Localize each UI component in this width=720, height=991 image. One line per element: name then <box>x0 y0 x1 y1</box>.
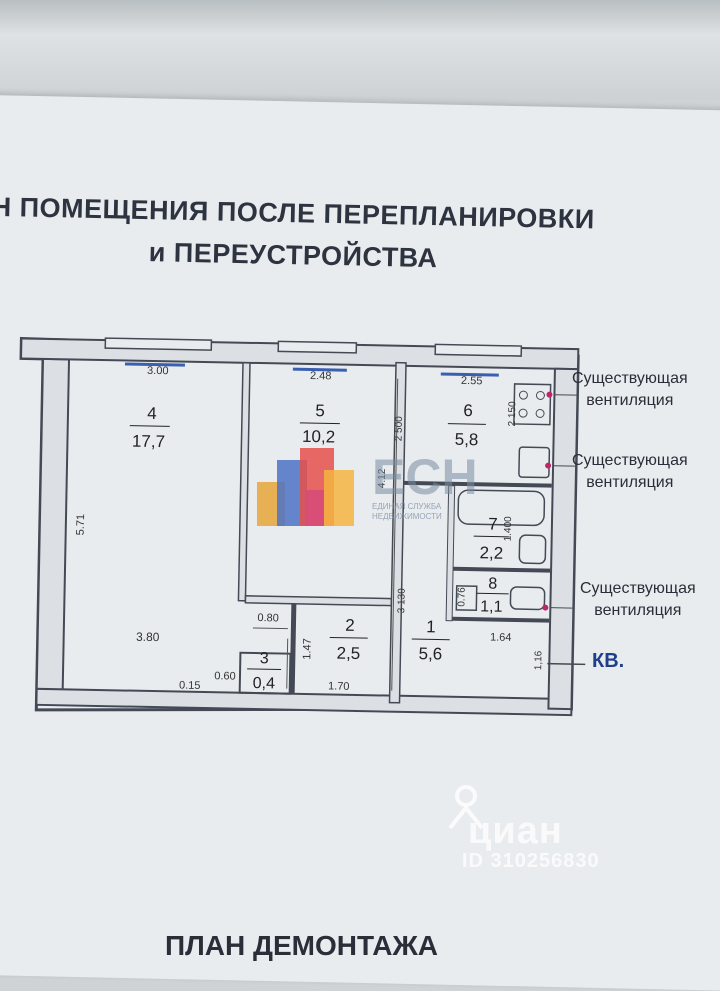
vent-label-3-line2: вентиляция <box>580 600 696 622</box>
vent-label-3-line1: Существующая <box>580 578 696 600</box>
vent-label-3: Существующая вентиляция <box>580 578 696 622</box>
wall-bath-wc <box>447 567 550 573</box>
room-3-number: 3 <box>260 650 269 667</box>
stove <box>514 384 551 425</box>
dim-width-5: 2.48 <box>310 370 332 382</box>
wall-4-5 <box>238 363 250 601</box>
entrance-line <box>547 664 585 665</box>
window-room6 <box>435 344 521 356</box>
dim-147: 1.47 <box>301 638 313 660</box>
room-6-area: 5,8 <box>455 430 479 449</box>
vent-marker-1 <box>546 392 552 398</box>
dim-170: 1.70 <box>328 680 350 692</box>
room-4-area: 17,7 <box>132 432 165 452</box>
vent-label-2-line2: вентиляция <box>572 472 688 494</box>
wall-wc-bottom <box>446 617 549 623</box>
dim-015: 0.15 <box>179 680 201 692</box>
vent-marker-3 <box>542 605 548 611</box>
room-8-number: 8 <box>488 575 497 592</box>
vent-label-1: Существующая вентиляция <box>572 368 688 412</box>
watermark-id: ID 310256830 <box>462 850 600 873</box>
dim-116: 1,16 <box>533 650 544 670</box>
vent-label-2: Существующая вентиляция <box>572 450 688 494</box>
room-8-area: 1,1 <box>480 598 503 615</box>
room-5-number: 5 <box>315 401 325 420</box>
dim-width-4: 3.00 <box>147 365 169 377</box>
vent-marker-2 <box>545 463 551 469</box>
footer-title: ПЛАН ДЕМОНТАЖА <box>165 930 438 962</box>
vent-label-1-line2: вентиляция <box>572 390 688 412</box>
room-7-number: 7 <box>488 514 498 533</box>
room-7-area: 2,2 <box>479 543 503 562</box>
apartment-label: КВ. <box>592 650 624 673</box>
logo-subtitle: ЕДИНАЯ СЛУЖБА НЕДВИЖИМОСТИ <box>372 502 442 522</box>
logo-sub-line-2: НЕДВИЖИМОСТИ <box>372 512 442 522</box>
room-3-area: 0,4 <box>253 675 276 692</box>
dim-1400: 1.400 <box>503 516 514 542</box>
room-2-area: 2,5 <box>336 644 360 663</box>
room-1-area: 5,6 <box>418 644 442 663</box>
room-6-number: 6 <box>463 401 473 420</box>
dim-080: 0.80 <box>257 612 279 624</box>
bath-sink <box>519 535 546 563</box>
dim-060: 0.60 <box>214 670 236 682</box>
window-room5 <box>278 341 356 352</box>
dim-2500: 2 500 <box>394 416 405 442</box>
dim-depth-4: 3.80 <box>136 630 160 644</box>
dim-2150: 2 150 <box>507 401 518 427</box>
wall-2-right <box>290 604 297 694</box>
dim-3130: 3 130 <box>396 588 407 614</box>
kitchen-sink <box>519 447 550 478</box>
logo-buildings-icon <box>252 440 372 530</box>
room-2-number: 2 <box>345 616 355 635</box>
vent-label-1-line1: Существующая <box>572 368 688 390</box>
watermark-brand: циан <box>468 810 563 853</box>
room-1-number: 1 <box>426 617 436 636</box>
window-room4 <box>105 338 211 350</box>
vent-label-2-line1: Существующая <box>572 450 688 472</box>
dim-width-6: 2.55 <box>461 375 483 387</box>
dim-164: 1.64 <box>490 632 512 644</box>
toilet <box>510 587 544 610</box>
wall-5-corridor <box>245 596 391 606</box>
dim-076: 0.76 <box>456 587 467 607</box>
dim-height-4: 5.71 <box>75 514 87 536</box>
logo-sub-line-1: ЕДИНАЯ СЛУЖБА <box>372 502 442 512</box>
logo-text: ЕСН <box>372 448 478 506</box>
room-4-number: 4 <box>147 404 157 423</box>
wall-fill-left <box>37 359 70 699</box>
